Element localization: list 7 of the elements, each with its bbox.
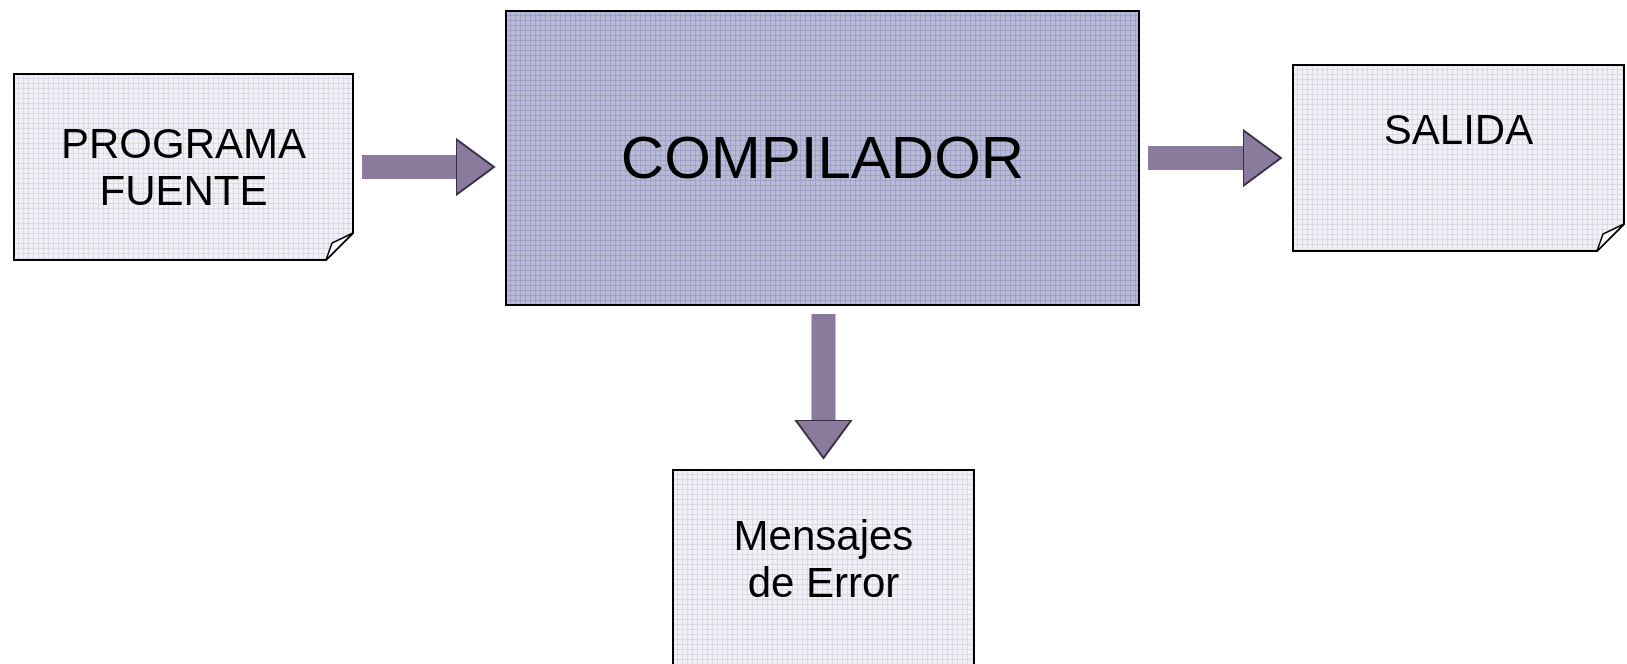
block-arrow: [1148, 129, 1282, 187]
node-label: SALIDA: [1383, 106, 1534, 154]
node-label: COMPILADOR: [620, 124, 1025, 192]
block-arrow: [362, 138, 495, 196]
node-label: Mensajes de Error: [732, 511, 915, 607]
node-label: PROGRAMA FUENTE: [60, 119, 307, 215]
block-arrow: [794, 314, 853, 459]
